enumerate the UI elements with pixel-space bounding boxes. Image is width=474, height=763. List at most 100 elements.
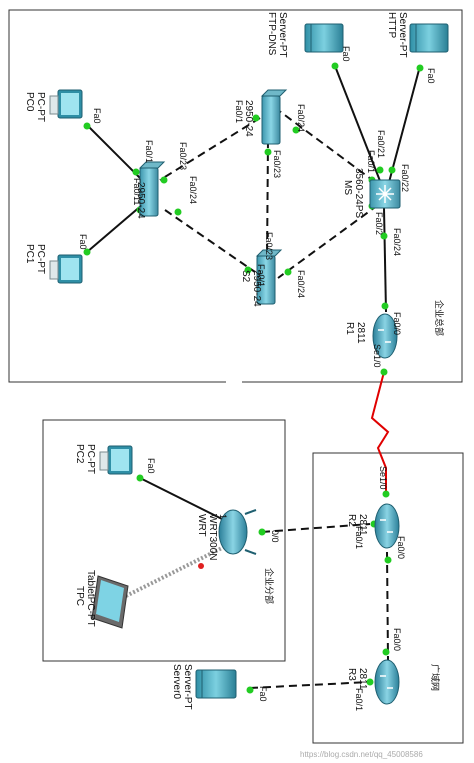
r3-name-label: R3 — [346, 668, 357, 681]
link-http-ms — [387, 65, 421, 187]
switch-s2-icon[interactable] — [255, 249, 283, 305]
port-label: Fa0/23 — [272, 150, 282, 178]
port-label: Fa0/24 — [188, 176, 198, 204]
ms-name-label: MS — [342, 180, 353, 195]
r1-name-label: R1 — [344, 322, 355, 335]
port-label: Fa0/24 — [392, 228, 402, 256]
port-label: Fa0/11 — [132, 178, 142, 205]
port-dot — [83, 248, 91, 256]
port-dot — [382, 490, 390, 498]
port-label: Fa0 — [146, 458, 156, 474]
server-ftp-dns-icon[interactable] — [304, 23, 344, 53]
port-label: Se1/0 — [378, 466, 388, 490]
port-label: Fa0 — [341, 46, 351, 62]
pc1-type-label: PC-PT — [35, 244, 46, 274]
tablet-tpc-icon[interactable] — [91, 575, 129, 629]
server0-name-label: Server0 — [171, 664, 182, 699]
pc0-name-label: PC0 — [24, 92, 35, 112]
server-ftp-name-label: FTP-DNS — [266, 12, 277, 56]
server-http-name-label: HTTP — [386, 12, 397, 38]
port-dot — [83, 122, 91, 130]
port-label: Se1/0 — [372, 344, 382, 368]
port-label: Fa0/1 — [366, 150, 376, 173]
port-label: Fa0 — [258, 686, 268, 702]
port-label: Fa0/21 — [376, 130, 386, 158]
server-http-type-label: Server-PT — [397, 12, 408, 58]
port-dot — [331, 62, 339, 70]
pc0-icon[interactable] — [49, 89, 83, 119]
port-dot — [382, 648, 390, 656]
port-dot — [388, 166, 396, 174]
link-ms-r1 — [383, 207, 387, 313]
port-label: Fa0/1 — [256, 264, 266, 287]
port-dot — [380, 368, 388, 376]
port-dot — [258, 528, 266, 536]
port-dot — [132, 168, 140, 176]
tpc-name-label: TPC — [74, 586, 85, 606]
r2-name-label: R2 — [346, 514, 357, 527]
router-r2-icon[interactable] — [374, 503, 400, 549]
r2-model-label: 2811 — [357, 514, 368, 536]
wireless-marker — [198, 563, 204, 569]
watermark: https://blog.csdn.net/qq_45008586 — [300, 750, 423, 759]
port-dot — [366, 678, 374, 686]
server0-type-label: Server-PT — [182, 664, 193, 710]
link-ms-s3 — [277, 109, 376, 183]
server-ftp-type-label: Server-PT — [277, 12, 288, 58]
link-r2-r3 — [386, 551, 389, 661]
r1-model-label: 2811 — [355, 322, 366, 344]
port-dot — [376, 166, 384, 174]
switch-s2-model-label: 2950-24 — [251, 270, 262, 307]
port-dot — [384, 556, 392, 564]
server0-icon[interactable] — [195, 669, 237, 699]
link-r1-r2-serial — [370, 371, 390, 496]
port-label: Fa0 — [78, 234, 88, 250]
hq-zone-gap — [226, 378, 242, 386]
switch-s1-icon[interactable] — [138, 161, 166, 217]
link-ftp-ms — [334, 65, 383, 187]
port-label: Fa0/1 — [234, 100, 244, 123]
server-http-icon[interactable] — [409, 23, 449, 53]
port-label: Fa0/0 — [396, 536, 406, 559]
link-server0-r3 — [249, 681, 371, 689]
port-label: Fa0/24 — [296, 104, 306, 132]
link-pc1-s1 — [86, 204, 143, 253]
port-label: Fa0/23 — [264, 232, 274, 260]
link-ms-s2 — [277, 204, 379, 279]
wireless-dot — [198, 563, 204, 569]
port-label: 0/0 — [270, 530, 280, 543]
hq-zone-label: 企业总部 — [434, 300, 445, 336]
link-s3-s2 — [266, 139, 269, 263]
pc1-name-label: PC1 — [24, 244, 35, 264]
router-r3-icon[interactable] — [374, 659, 400, 705]
switch-s3-icon[interactable] — [260, 89, 288, 145]
pc0-type-label: PC-PT — [35, 92, 46, 122]
link-tpc-wrt-wireless — [125, 542, 231, 598]
multilayer-switch-ms-icon[interactable] — [369, 179, 401, 209]
port-label: Fa0 — [426, 68, 436, 84]
port-dot — [292, 126, 300, 134]
port-label: Fa0/2 — [374, 212, 384, 235]
pc2-icon[interactable] — [99, 445, 133, 475]
port-label: Fa0/0 — [392, 628, 402, 651]
port-label: Fa0/1 — [354, 688, 364, 711]
pc1-icon[interactable] — [49, 254, 83, 284]
pc2-type-label: PC-PT — [85, 444, 96, 474]
port-dot — [252, 114, 260, 122]
port-label: Fa0/1 — [144, 140, 154, 163]
links — [86, 65, 421, 689]
port-dot — [160, 176, 168, 184]
router-r1-icon[interactable] — [372, 313, 398, 359]
wireless-router-wrt-icon[interactable] — [218, 509, 257, 555]
port-dot — [246, 686, 254, 694]
port-label: Fa0/23 — [178, 142, 188, 170]
port-label: Fa0/1 — [354, 526, 364, 549]
wrt-name-label: WRT — [196, 514, 207, 537]
port-dot — [244, 266, 252, 274]
wan-zone-label: 广域网 — [430, 664, 441, 691]
port-dot — [380, 232, 388, 240]
wan-zone-box — [312, 452, 464, 744]
port-dot — [136, 474, 144, 482]
port-label: 1 — [218, 514, 228, 519]
